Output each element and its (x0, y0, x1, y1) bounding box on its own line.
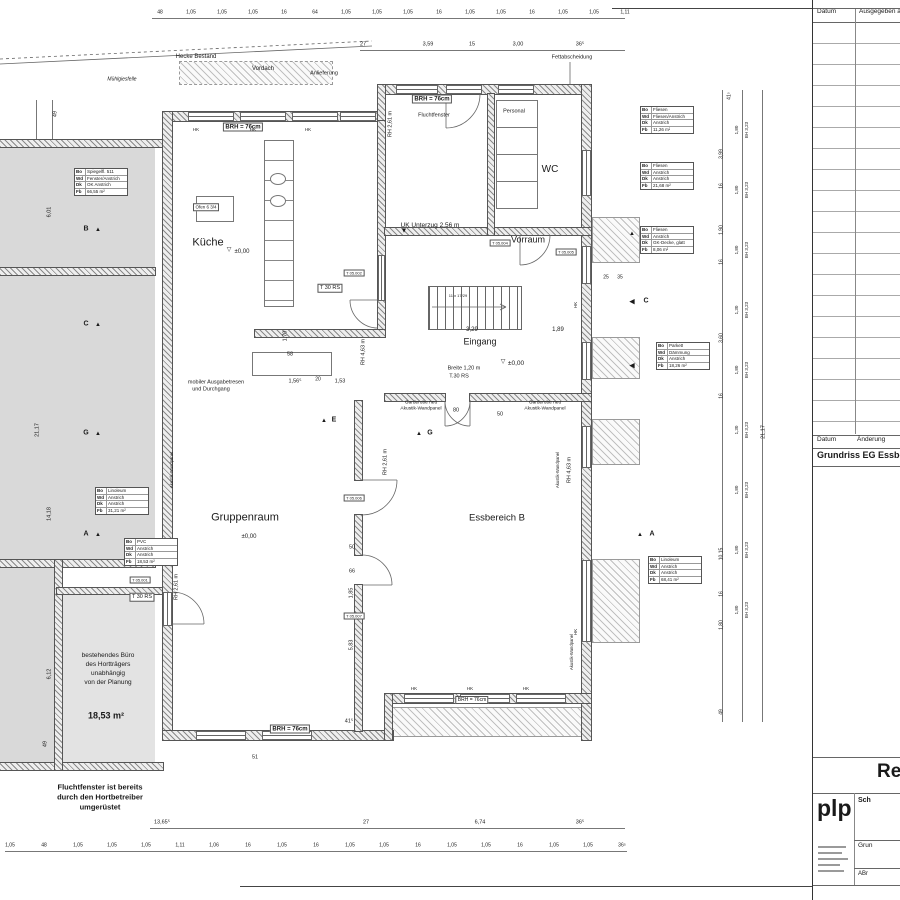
dimension-line (360, 50, 625, 51)
wc-stall (496, 154, 538, 182)
window (582, 426, 591, 468)
wc-stall (496, 181, 538, 209)
serving-counter (252, 352, 332, 376)
wall-segment (354, 400, 363, 481)
stamp-project: Sch (858, 797, 871, 804)
issue-header-ausgegeben: Ausgegeben an (859, 9, 900, 15)
wall-segment (0, 559, 156, 568)
title-block-line (854, 868, 900, 869)
stair (428, 286, 522, 330)
wall-segment (354, 514, 363, 556)
issue-table-rows (813, 22, 900, 436)
dimension-line (152, 18, 625, 19)
wall-segment (162, 111, 173, 741)
stamp-drawing: Grun (858, 842, 873, 849)
revision-label: Rev (877, 761, 900, 782)
wall-segment (0, 762, 164, 771)
sheet-frame-top (612, 8, 900, 9)
window (340, 112, 376, 121)
wall-segment (354, 584, 363, 732)
wall-segment (469, 393, 592, 402)
wall-segment (377, 84, 592, 95)
terrace-element (592, 337, 640, 379)
wall-segment (384, 693, 393, 741)
dimension-line (722, 90, 723, 722)
title-block-line (813, 448, 900, 449)
existing-room-fill (0, 567, 55, 763)
title-block-line (813, 8, 900, 9)
sheet-frame-bottom (240, 886, 900, 887)
window (582, 560, 591, 642)
wall-segment (0, 139, 164, 148)
wall-segment (377, 120, 386, 337)
entry-door-opening (446, 85, 482, 94)
address-line (818, 852, 842, 854)
wc-stall (496, 100, 538, 128)
window (498, 85, 534, 94)
existing-room-fill (0, 147, 155, 268)
change-header-aenderung: Änderung (857, 436, 886, 443)
window (516, 694, 566, 703)
canopy-vordach (179, 61, 333, 85)
window (582, 246, 591, 284)
stamp-code: ABr (858, 871, 869, 877)
drawing-title: Grundriss EG Essbereich (817, 451, 900, 460)
wall-segment (254, 329, 386, 338)
window (240, 112, 286, 121)
issue-table-divider (855, 8, 856, 434)
wall-segment (487, 93, 495, 236)
dimension-line (150, 828, 625, 829)
title-block-line (813, 466, 900, 467)
address-line (818, 870, 844, 872)
dimension-line (762, 90, 763, 722)
wall-segment (0, 267, 156, 276)
title-block-line (813, 757, 900, 758)
wall-segment (377, 84, 386, 122)
dimension-line (5, 851, 627, 852)
window (582, 342, 591, 380)
window (196, 731, 246, 740)
title-block: Datum Ausgegeben an Datum Änderung Grund… (812, 0, 900, 900)
kitchen-counter (264, 140, 294, 307)
pass-through-opening (378, 255, 385, 301)
architect-logo: plp (817, 795, 852, 821)
sink (270, 173, 286, 185)
door-opening (163, 592, 172, 626)
title-block-line (854, 840, 900, 841)
window (188, 112, 234, 121)
issue-header-datum: Datum (817, 8, 837, 15)
terrace-element (392, 707, 584, 737)
wall-segment (581, 84, 592, 741)
terrace-element (592, 419, 640, 465)
wall-segment (56, 587, 164, 595)
existing-office-fill (62, 594, 155, 763)
terrace-element (592, 559, 640, 643)
address-line (818, 846, 846, 848)
window (582, 150, 591, 196)
wall-segment (54, 559, 63, 771)
window (404, 694, 454, 703)
title-block-line (813, 793, 900, 794)
wall-segment (384, 393, 446, 402)
title-block-divider (854, 793, 855, 885)
address-line (818, 858, 848, 860)
wc-stall (496, 127, 538, 155)
title-block-line (813, 885, 900, 886)
window-fluchtfenster (396, 85, 438, 94)
change-header-datum: Datum (817, 436, 837, 443)
terrace-element (592, 217, 640, 263)
address-line (818, 864, 840, 866)
sink (270, 195, 286, 207)
dimension-line (742, 90, 743, 722)
window (292, 112, 338, 121)
